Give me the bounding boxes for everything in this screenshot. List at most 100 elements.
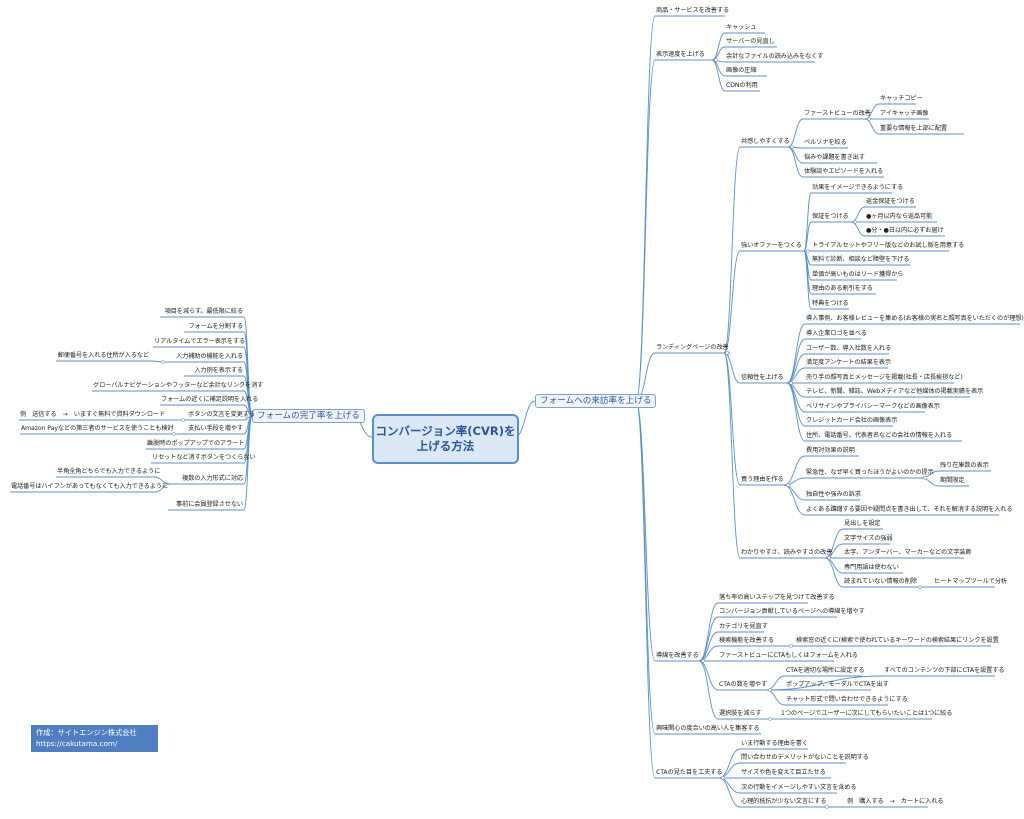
- right-node-43[interactable]: よくある躊躇する要因や疑問点を書き出して、それを解消する説明を入れる: [806, 506, 1013, 513]
- right-node-29[interactable]: 導入企業ロゴを並べる: [806, 330, 867, 337]
- right-node-68[interactable]: 問い合わせのデメリットがないことを説明する: [741, 754, 869, 761]
- left-node-11[interactable]: Amazon Payなどの第三者のサービスを使うことも検討: [21, 425, 174, 432]
- right-node-9[interactable]: ファーストビューの改善: [804, 110, 871, 117]
- right-node-19[interactable]: 返金保証をつける: [866, 198, 915, 205]
- right-node-48[interactable]: 専門用語は使わない: [844, 564, 899, 571]
- right-node-46[interactable]: 文字サイズの強弱: [844, 535, 893, 542]
- right-node-20[interactable]: ●ヶ月以内なら返品可能: [866, 213, 933, 220]
- right-node-32[interactable]: 売り手の顔写真とメッセージを掲載(社長・店長挨拶など): [806, 374, 963, 381]
- right-node-33[interactable]: テレビ、新聞、雑誌、Webメディアなど他媒体の掲載実績を表示: [806, 388, 984, 395]
- right-node-49[interactable]: 読まれていない情報の削除: [844, 578, 917, 585]
- right-node-52[interactable]: 落ち率の高いステップを見つけて改善する: [719, 594, 835, 601]
- left-node-10[interactable]: 支払い手段を増やす: [188, 425, 243, 432]
- right-node-72[interactable]: 例 購入する → カートに入れる: [847, 798, 944, 805]
- right-node-51[interactable]: 導線を改善する: [656, 652, 699, 659]
- right-node-53[interactable]: コンバージョン貢献しているページへの導線を増やす: [719, 608, 865, 615]
- branch-form-visit[interactable]: フォームへの来訪率を上げる: [535, 394, 657, 408]
- right-node-41[interactable]: 期間限定: [940, 477, 965, 484]
- right-node-61[interactable]: ポップアップ、モーダルでCTAを出す: [786, 681, 889, 688]
- right-node-42[interactable]: 独自性や強みの訴求: [806, 491, 861, 498]
- right-node-44[interactable]: わかりやすさ、読みやすさの改善: [741, 549, 833, 556]
- right-node-69[interactable]: サイズや色を変えて目立たせる: [741, 769, 826, 776]
- connector: [786, 382, 806, 413]
- right-node-5[interactable]: 画像の圧縮: [726, 67, 757, 74]
- right-node-22[interactable]: トライアルセットやフリー版などのお試し版を用意する: [812, 242, 965, 249]
- right-node-23[interactable]: 無料で診断、相談など障壁を下げる: [812, 256, 910, 263]
- right-node-10[interactable]: キャッチコピー: [880, 95, 923, 102]
- branch-form-completion[interactable]: フォームの完了率を上げる: [252, 409, 365, 423]
- left-node-2[interactable]: リアルタイムでエラー表示をする: [154, 338, 246, 345]
- connector: [698, 660, 719, 691]
- left-node-15[interactable]: 半角全角どちらでも入力できるように: [57, 468, 161, 475]
- right-node-21[interactable]: ●分・●日以内に必ずお届け: [866, 227, 944, 234]
- right-node-71[interactable]: 心理的抵抗が少ない文言にする: [741, 798, 827, 805]
- left-node-3[interactable]: 入力補助の機能を入れる: [176, 353, 243, 360]
- left-node-5[interactable]: 入力例を表示する: [194, 367, 243, 374]
- right-node-67[interactable]: いま行動する理由を書く: [741, 740, 808, 747]
- connector: [723, 250, 741, 354]
- central-topic[interactable]: コンバージョン率(CVR)を 上げる方法: [372, 414, 519, 464]
- right-node-30[interactable]: ユーザー数、導入社数を入れる: [806, 345, 892, 352]
- left-node-9[interactable]: 例 送信する → いますぐ無料で資料ダウンロード: [20, 411, 166, 418]
- right-node-24[interactable]: 単価が高いものはリード獲得から: [812, 271, 904, 278]
- left-node-6[interactable]: グローバルナビゲーションやフッターなど余計なリンクを消す: [93, 382, 264, 389]
- right-node-13[interactable]: ペルソナを絞る: [804, 139, 847, 146]
- right-node-55[interactable]: 検索機能を改善する: [719, 637, 774, 644]
- right-node-14[interactable]: 悩みや課題を書き出す: [804, 154, 865, 161]
- right-node-70[interactable]: 次の行動をイメージしやすい文言を含める: [741, 784, 857, 791]
- left-node-1[interactable]: フォームを分割する: [188, 323, 243, 330]
- right-node-47[interactable]: 太字、アンダーバー、マーカーなどの文字装飾: [844, 549, 972, 556]
- credit-url[interactable]: https://cakutama.com/: [36, 739, 118, 748]
- right-node-65[interactable]: 興味関心の度合いの高い人を集客する: [656, 725, 760, 732]
- left-node-12[interactable]: 離脱時のポップアップでのアラート: [147, 440, 245, 447]
- right-node-58[interactable]: CTAの数を増やす: [719, 681, 768, 688]
- left-node-8[interactable]: ボタンの文言を変更する: [188, 411, 255, 418]
- right-node-3[interactable]: サーバーの見直し: [726, 38, 775, 45]
- right-node-7[interactable]: ランディングページの改善: [656, 344, 729, 351]
- right-node-4[interactable]: 余計なファイルの読み込みをなくす: [726, 53, 824, 60]
- left-node-13[interactable]: リセットなど消すボタンをつくらない: [152, 454, 256, 461]
- right-node-36[interactable]: 住所、電話番号、代表者名などの会社の情報を入れる: [806, 432, 953, 439]
- right-node-60[interactable]: すべてのコンテンツの下部にCTAを設置する: [884, 667, 1005, 674]
- right-node-11[interactable]: アイキャッチ画像: [880, 110, 929, 117]
- left-node-14[interactable]: 複数の入力形式に対応: [182, 475, 243, 482]
- collapse-dot: [172, 432, 176, 436]
- right-node-15[interactable]: 体験談やエピソードを入れる: [804, 168, 884, 175]
- right-node-26[interactable]: 特典をつける: [812, 300, 849, 307]
- right-node-62[interactable]: チャット形式で問い合わせできるようにする: [786, 696, 908, 703]
- right-node-28[interactable]: 導入事例、お客様レビューを集める(お客様の実名と顔写真をいただくのが理想): [806, 315, 1024, 322]
- right-node-37[interactable]: 買う理由を作る: [741, 476, 784, 483]
- right-node-66[interactable]: CTAの見た目を工夫する: [656, 769, 723, 776]
- left-node-17[interactable]: 事前に会員登録させない: [176, 501, 243, 508]
- right-node-17[interactable]: 効果をイメージできるようにする: [812, 184, 904, 191]
- right-node-25[interactable]: 理由のある割引をする: [812, 285, 873, 292]
- right-node-31[interactable]: 満足度アンケートの結果を表示: [806, 359, 891, 366]
- left-node-16[interactable]: 電話番号はハイフンがあってもなくても入力できるように: [11, 483, 169, 490]
- right-node-35[interactable]: クレジットカード会社の画像表示: [806, 417, 898, 424]
- right-node-50[interactable]: ヒートマップツールで分析: [934, 578, 1008, 585]
- right-node-16[interactable]: 強いオファーをつくる: [741, 242, 802, 249]
- right-node-8[interactable]: 共感しやすくする: [741, 138, 790, 145]
- right-node-56[interactable]: 検索窓の近くに(検索で使われているキーワードの検索結果にリンクを設置: [796, 637, 999, 644]
- left-node-7[interactable]: フォームの近くに補足説明を入れる: [161, 396, 259, 403]
- right-node-18[interactable]: 保証をつける: [812, 213, 849, 220]
- right-node-57[interactable]: ファーストビューにCTAもしくはフォームを入れる: [719, 652, 858, 659]
- right-node-64[interactable]: 1つのページでユーザーに次にしてもらいたいことは1つに絞る: [781, 710, 953, 717]
- right-node-12[interactable]: 重要な情報を上部に配置: [880, 125, 947, 132]
- right-node-63[interactable]: 選択肢を減らす: [719, 710, 762, 717]
- right-node-54[interactable]: カテゴリを見直す: [719, 623, 768, 630]
- right-node-27[interactable]: 信頼性を上げる: [741, 374, 784, 381]
- left-node-4[interactable]: 郵便番号を入れる住所が入るなど: [57, 352, 149, 359]
- left-node-0[interactable]: 項目を減らす。最低限に絞る: [164, 308, 244, 315]
- collapse-dot: [790, 145, 794, 149]
- right-node-45[interactable]: 見出しを設定: [844, 520, 881, 527]
- right-node-6[interactable]: CDNの利用: [726, 82, 758, 89]
- right-node-59[interactable]: CTAを適切な場所に設定する: [786, 667, 865, 674]
- right-node-38[interactable]: 費用対効果の説明: [806, 447, 855, 454]
- right-node-1[interactable]: 表示速度を上げる: [656, 51, 705, 58]
- right-node-34[interactable]: ベリサインやプライバシーマークなどの画像表示: [806, 403, 940, 410]
- right-node-39[interactable]: 緊急性、なぜ早く買ったほうがよいのかの提示: [806, 469, 934, 476]
- right-node-40[interactable]: 残り在庫数の表示: [940, 462, 989, 469]
- right-node-0[interactable]: 商品・サービスを改善する: [656, 7, 730, 14]
- right-node-2[interactable]: キャッシュ: [726, 24, 757, 31]
